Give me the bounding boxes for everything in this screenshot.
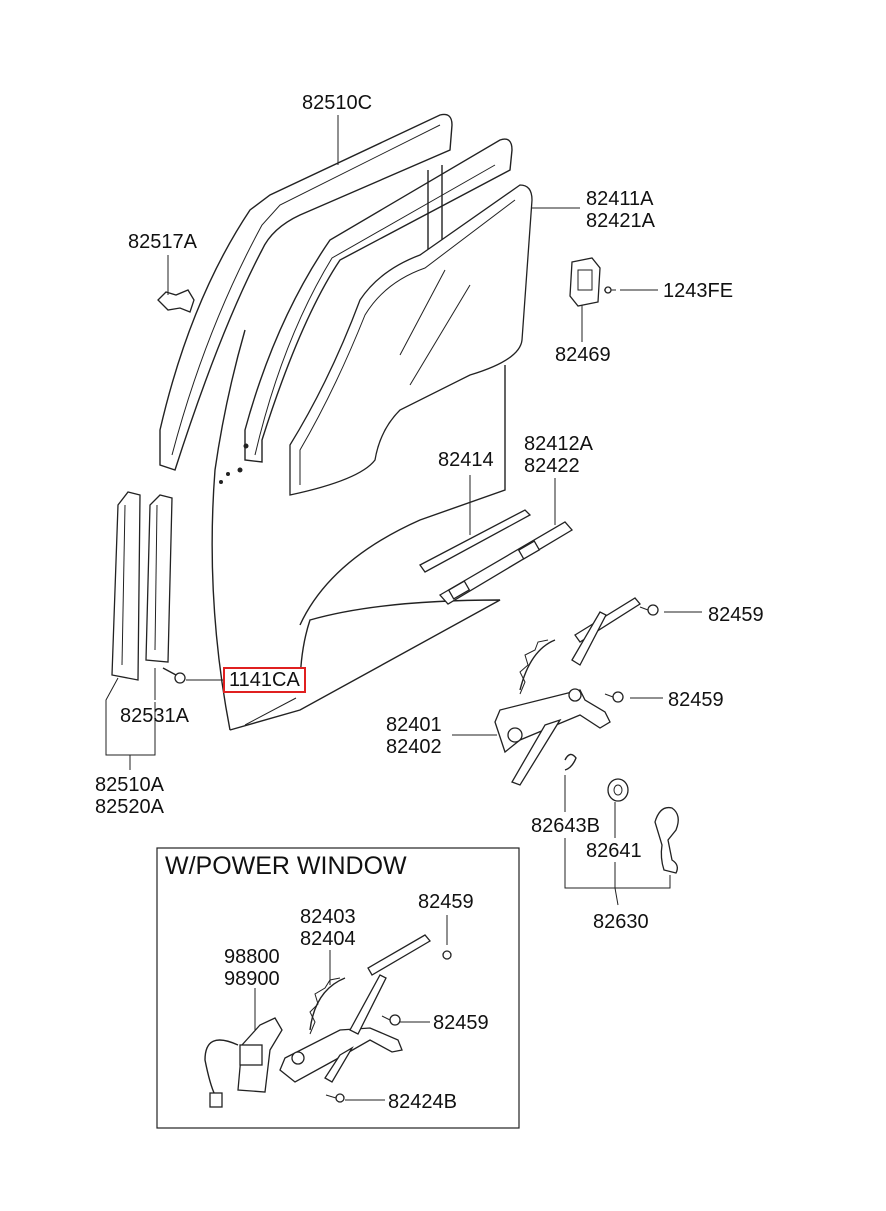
inset-leader-lines [254, 915, 448, 1101]
glass-rails [419, 509, 574, 605]
part-label-82421A: 82421A [586, 210, 655, 232]
part-label-82412A: 82412A [524, 433, 593, 455]
vertical-run-channels [111, 491, 186, 684]
part-label-82459-inset-top: 82459 [418, 891, 474, 913]
part-label-82403: 82403 [300, 906, 356, 928]
part-label-82414: 82414 [438, 449, 494, 471]
part-label-82641: 82641 [586, 840, 642, 862]
part-label-98900: 98900 [224, 968, 280, 990]
part-label-98800: 98800 [224, 946, 280, 968]
part-label-82459-top: 82459 [708, 604, 764, 626]
part-label-82459-inset-mid: 82459 [433, 1012, 489, 1034]
part-label-82422: 82422 [524, 455, 580, 477]
inset-title: W/POWER WINDOW [165, 852, 407, 880]
part-label-1243FE: 1243FE [663, 280, 734, 302]
part-label-82510A: 82510A [95, 774, 164, 796]
part-label-82459-mid: 82459 [668, 689, 724, 711]
part-label-82402: 82402 [386, 736, 442, 758]
door-frame-channel [159, 113, 453, 471]
clip-icon [157, 289, 195, 313]
part-label-82531A: 82531A [120, 705, 189, 727]
part-label-82401: 82401 [386, 714, 442, 736]
power-window-motor-icon [204, 1017, 283, 1108]
power-window-regulator-icon [279, 934, 452, 1103]
part-label-82510C: 82510C [302, 92, 373, 114]
part-label-82424B: 82424B [388, 1091, 457, 1113]
part-label-82469: 82469 [555, 344, 611, 366]
inset-box [156, 847, 520, 1129]
part-label-82517A: 82517A [128, 231, 197, 253]
handle-crank-icon [564, 753, 679, 874]
glass-panel [289, 184, 533, 496]
window-regulator-icon [494, 597, 659, 786]
part-label-1141CA-highlighted: 1141CA [223, 667, 306, 693]
part-label-82630: 82630 [593, 911, 649, 933]
part-label-82411A: 82411A [586, 188, 654, 210]
door-panel-outline [211, 329, 506, 731]
leader-lines [105, 115, 702, 906]
part-label-82643B: 82643B [531, 815, 600, 837]
part-label-82520A: 82520A [95, 796, 164, 818]
bracket-icon [569, 257, 616, 307]
part-label-82404: 82404 [300, 928, 356, 950]
